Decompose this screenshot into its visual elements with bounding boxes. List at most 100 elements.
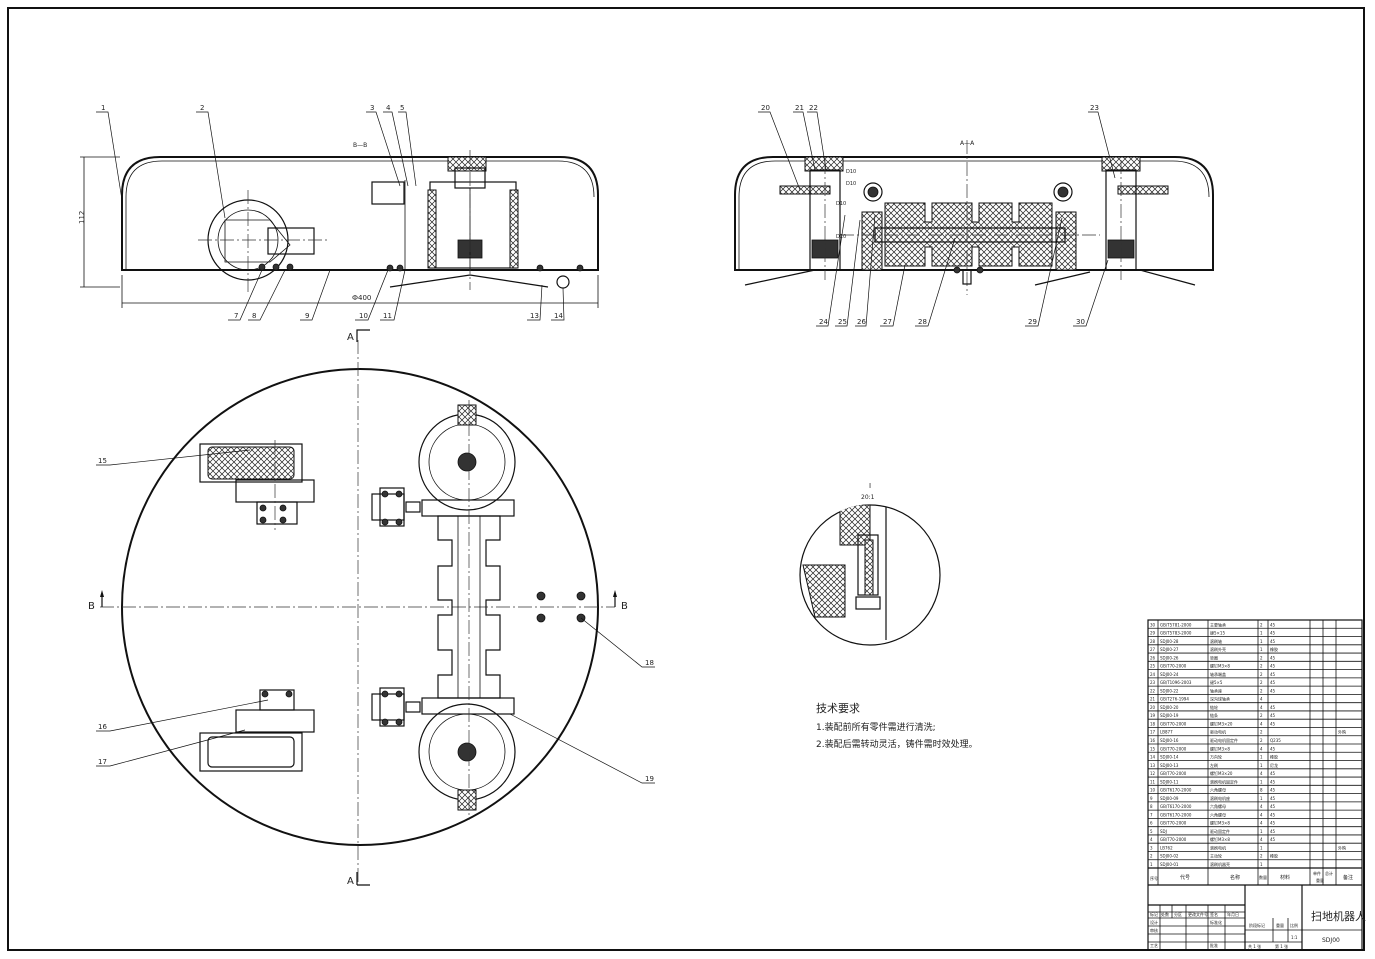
- bom-cell: GB/T6170-2000: [1160, 812, 1192, 817]
- balloon-23: 23: [1090, 104, 1099, 112]
- bom-cell: SDJ00-28: [1160, 639, 1179, 644]
- sheet-border: [7, 7, 1365, 951]
- bom-cell: SDJ: [1160, 829, 1167, 834]
- bom-cell: 滚刷电机: [1210, 844, 1226, 850]
- bom-cell: 链条: [1210, 712, 1218, 718]
- tb-checker: 审核: [1150, 927, 1158, 933]
- bom-cell: 45: [1270, 829, 1276, 834]
- balloon-18: 18: [645, 659, 654, 667]
- bom-cell: 滚刷电机座: [1210, 795, 1230, 801]
- plan-view: A A B B: [88, 329, 628, 887]
- bom-cell: 2: [1260, 672, 1263, 677]
- bom-cell: GB/T70-2000: [1160, 721, 1187, 726]
- bom-cell: 27: [1150, 647, 1156, 652]
- bom-cell: 23: [1150, 680, 1156, 685]
- bom-cell: 1: [1260, 755, 1263, 760]
- section-mark-a-top: A: [347, 332, 354, 343]
- balloon-7: 7: [234, 312, 238, 320]
- bom-cell: 4: [1260, 705, 1263, 710]
- bom-cell: 4: [1260, 746, 1263, 751]
- bom-head-code: 代号: [1180, 874, 1190, 881]
- bom-cell: GB/T1096-2003: [1160, 680, 1192, 685]
- bom-cell: 1: [1260, 829, 1263, 834]
- bom-cell: SDJ00-24: [1160, 672, 1179, 677]
- bom-cell: 4: [1260, 771, 1263, 776]
- bom-cell: 1: [1260, 763, 1263, 768]
- bom-cell: 10: [1150, 788, 1156, 793]
- bom-cell: 7: [1150, 812, 1153, 817]
- bom-cell: 21: [1150, 697, 1156, 702]
- bom-cell: SDJ00-27: [1160, 647, 1179, 652]
- tb-sheet: 第 1 张: [1275, 943, 1288, 949]
- bom-cell: SDJ00-22: [1160, 688, 1179, 693]
- bom-cell: 主动轮: [1210, 853, 1222, 859]
- bom-cell: GB/T6170-2000: [1160, 788, 1192, 793]
- bom-cell: 橡胶: [1270, 754, 1278, 760]
- dim-d3: D10: [836, 201, 846, 207]
- tb-zone: 分区: [1174, 911, 1182, 917]
- bom-cell: 主要轴承: [1210, 621, 1226, 627]
- bom-cell: 4: [1260, 697, 1263, 702]
- bom-cell: SDJ00-14: [1160, 755, 1179, 760]
- tb-designer: 设计: [1150, 919, 1158, 925]
- bom-cell: 1: [1150, 862, 1153, 867]
- balloon-26: 26: [857, 318, 866, 326]
- bom-cell: 螺钉M3×8: [1210, 745, 1230, 751]
- bom-cell: 2: [1260, 622, 1263, 627]
- bom-cell: 六角螺母: [1210, 787, 1226, 793]
- bom-cell: 4: [1260, 812, 1263, 817]
- bom-cell: 45: [1270, 746, 1276, 751]
- bom-cell: 29: [1150, 631, 1156, 636]
- bom-cell: 轴承座: [1210, 687, 1222, 693]
- bom-cell: 9: [1150, 796, 1153, 801]
- bom-cell: 滚刷机器壳: [1210, 861, 1230, 867]
- bom-cell: 1: [1260, 845, 1263, 850]
- bom-cell: 螺钉M3×8: [1210, 663, 1230, 669]
- bom-cell: 3: [1150, 845, 1153, 850]
- bom-cell: 4: [1260, 804, 1263, 809]
- bom-cell: 14: [1150, 755, 1156, 760]
- bom-cell: 45: [1270, 705, 1276, 710]
- bom-cell: Q235: [1270, 738, 1281, 743]
- tech-req-line-1: 1.装配前所有零件需进行清洗;: [816, 721, 936, 733]
- bom-head-total: 总计: [1325, 870, 1333, 876]
- bom-cell: SDJ00-11: [1160, 779, 1179, 784]
- balloon-25: 25: [838, 318, 847, 326]
- bom-cell: GB/T70-2000: [1160, 821, 1187, 826]
- bom-cell: 4: [1260, 721, 1263, 726]
- bom-cell: 橡胶: [1270, 646, 1278, 652]
- bom-head-name: 名称: [1230, 874, 1240, 881]
- balloon-1: 1: [101, 104, 105, 112]
- balloon-17: 17: [98, 758, 107, 766]
- bom-cell: 45: [1270, 788, 1276, 793]
- bom-cell: 1: [1260, 796, 1263, 801]
- tb-ratio: 比例: [1290, 922, 1298, 928]
- bom-cell: 2: [1260, 680, 1263, 685]
- bom-cell: 左刷: [1210, 762, 1218, 768]
- balloon-22: 22: [809, 104, 818, 112]
- bom-cell: 45: [1270, 837, 1276, 842]
- bom-cell: SDJ00-19: [1160, 713, 1179, 718]
- bom-cell: 17: [1150, 730, 1156, 735]
- bom-cell: 24: [1150, 672, 1156, 677]
- bom-cell: SDJ00-26: [1160, 655, 1179, 660]
- bom-cell: 六角螺母: [1210, 811, 1226, 817]
- bom-cell: 2: [1260, 664, 1263, 669]
- bom-head-qty: 数量: [1259, 874, 1267, 880]
- bom-cell: 45: [1270, 812, 1276, 817]
- bom-cell: 2: [1260, 730, 1263, 735]
- bom-cell: 6: [1150, 821, 1153, 826]
- bom-cell: 45: [1270, 713, 1276, 718]
- balloon-5: 5: [400, 104, 404, 112]
- dim-d1: D10: [846, 169, 856, 175]
- bom-cell: GB/T276-1994: [1160, 697, 1189, 702]
- bom-cell: 13: [1150, 763, 1156, 768]
- balloon-4: 4: [386, 104, 391, 112]
- bom-cell: 滚刷电机固定件: [1210, 778, 1238, 784]
- bom-cell: 1: [1260, 631, 1263, 636]
- bom-cell: 15: [1150, 746, 1156, 751]
- bom-cell: 2: [1260, 688, 1263, 693]
